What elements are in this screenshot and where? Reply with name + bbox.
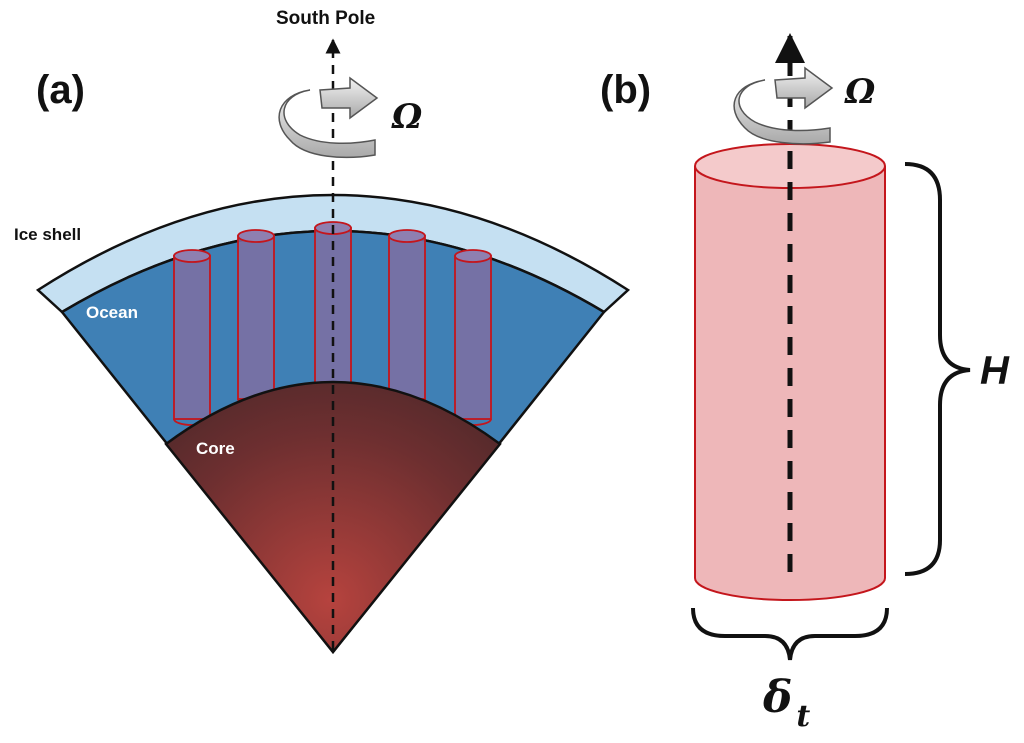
south-pole-label: South Pole — [276, 8, 375, 29]
convection-column — [388, 229, 426, 406]
panel-b: (b) Ω H δ t — [600, 33, 1010, 734]
ocean-label: Ocean — [86, 303, 138, 322]
rotation-arrow-b — [733, 66, 834, 145]
width-subscript: t — [796, 699, 810, 734]
panel-a-label: (a) — [36, 68, 85, 112]
width-label: δ t — [762, 672, 810, 734]
convection-column — [454, 249, 492, 426]
convection-column — [173, 249, 211, 426]
width-symbol: δ — [762, 672, 792, 723]
height-brace — [904, 162, 971, 576]
panel-a: (a) — [14, 8, 631, 655]
omega-symbol-b: Ω — [844, 72, 875, 112]
height-label: H — [980, 349, 1010, 393]
width-brace — [691, 607, 889, 661]
ice-shell-label: Ice shell — [14, 225, 81, 244]
convection-columns — [173, 221, 492, 426]
rotation-arrow-a — [278, 76, 379, 159]
convection-column — [237, 229, 275, 406]
omega-symbol-a: Ω — [391, 97, 422, 137]
core-label: Core — [196, 439, 235, 458]
panel-b-label: (b) — [600, 68, 651, 112]
